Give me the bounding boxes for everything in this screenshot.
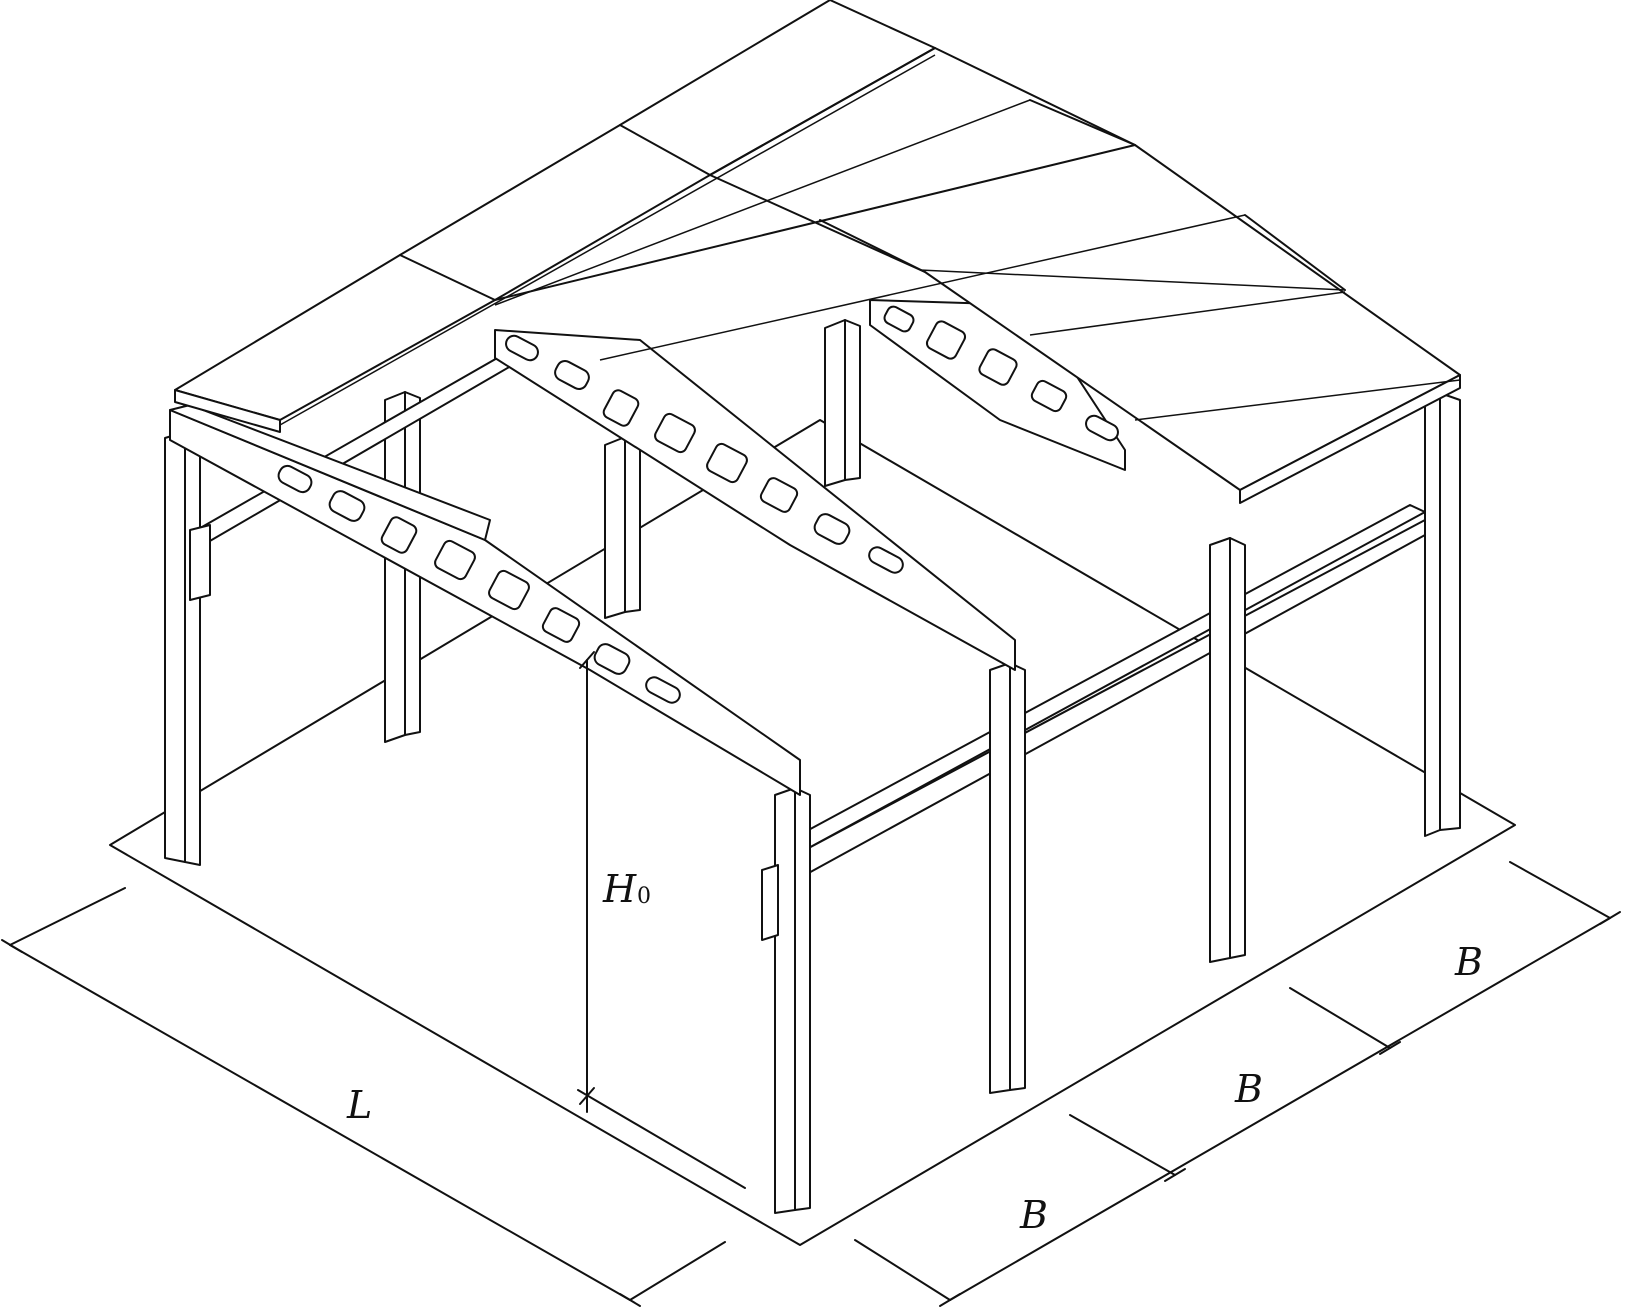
column-front-right <box>1209 537 1246 963</box>
column-front-left <box>164 431 211 866</box>
dimension-labels: L H 0 B B B <box>346 867 1483 1237</box>
ground-outline <box>109 419 1516 1246</box>
label-height: H <box>602 867 637 911</box>
label-height-subscript: 0 <box>637 884 651 909</box>
front-columns <box>164 431 1246 1214</box>
column-back-mid <box>604 436 641 619</box>
truss-holes-front <box>277 464 681 704</box>
dimension-L <box>1 887 726 1307</box>
roof <box>174 0 1461 504</box>
label-bay-2: B <box>1234 1067 1263 1111</box>
label-bay-1: B <box>1019 1193 1048 1237</box>
column-far-right <box>1424 392 1461 837</box>
middle-roof-truss <box>494 329 1016 671</box>
label-bay-3: B <box>1454 940 1483 984</box>
dimension-B <box>854 861 1621 1307</box>
truss-holes-middle <box>505 334 904 574</box>
column-back-right <box>824 319 861 487</box>
back-roof-truss <box>869 299 1126 471</box>
front-roof-truss <box>169 404 801 796</box>
label-span: L <box>346 1083 372 1127</box>
back-columns <box>384 319 1461 837</box>
column-front-mid <box>989 662 1026 1094</box>
column-front-corner <box>761 787 811 1214</box>
dimension-H0 <box>577 651 746 1189</box>
truss-holes-back <box>883 305 1119 442</box>
